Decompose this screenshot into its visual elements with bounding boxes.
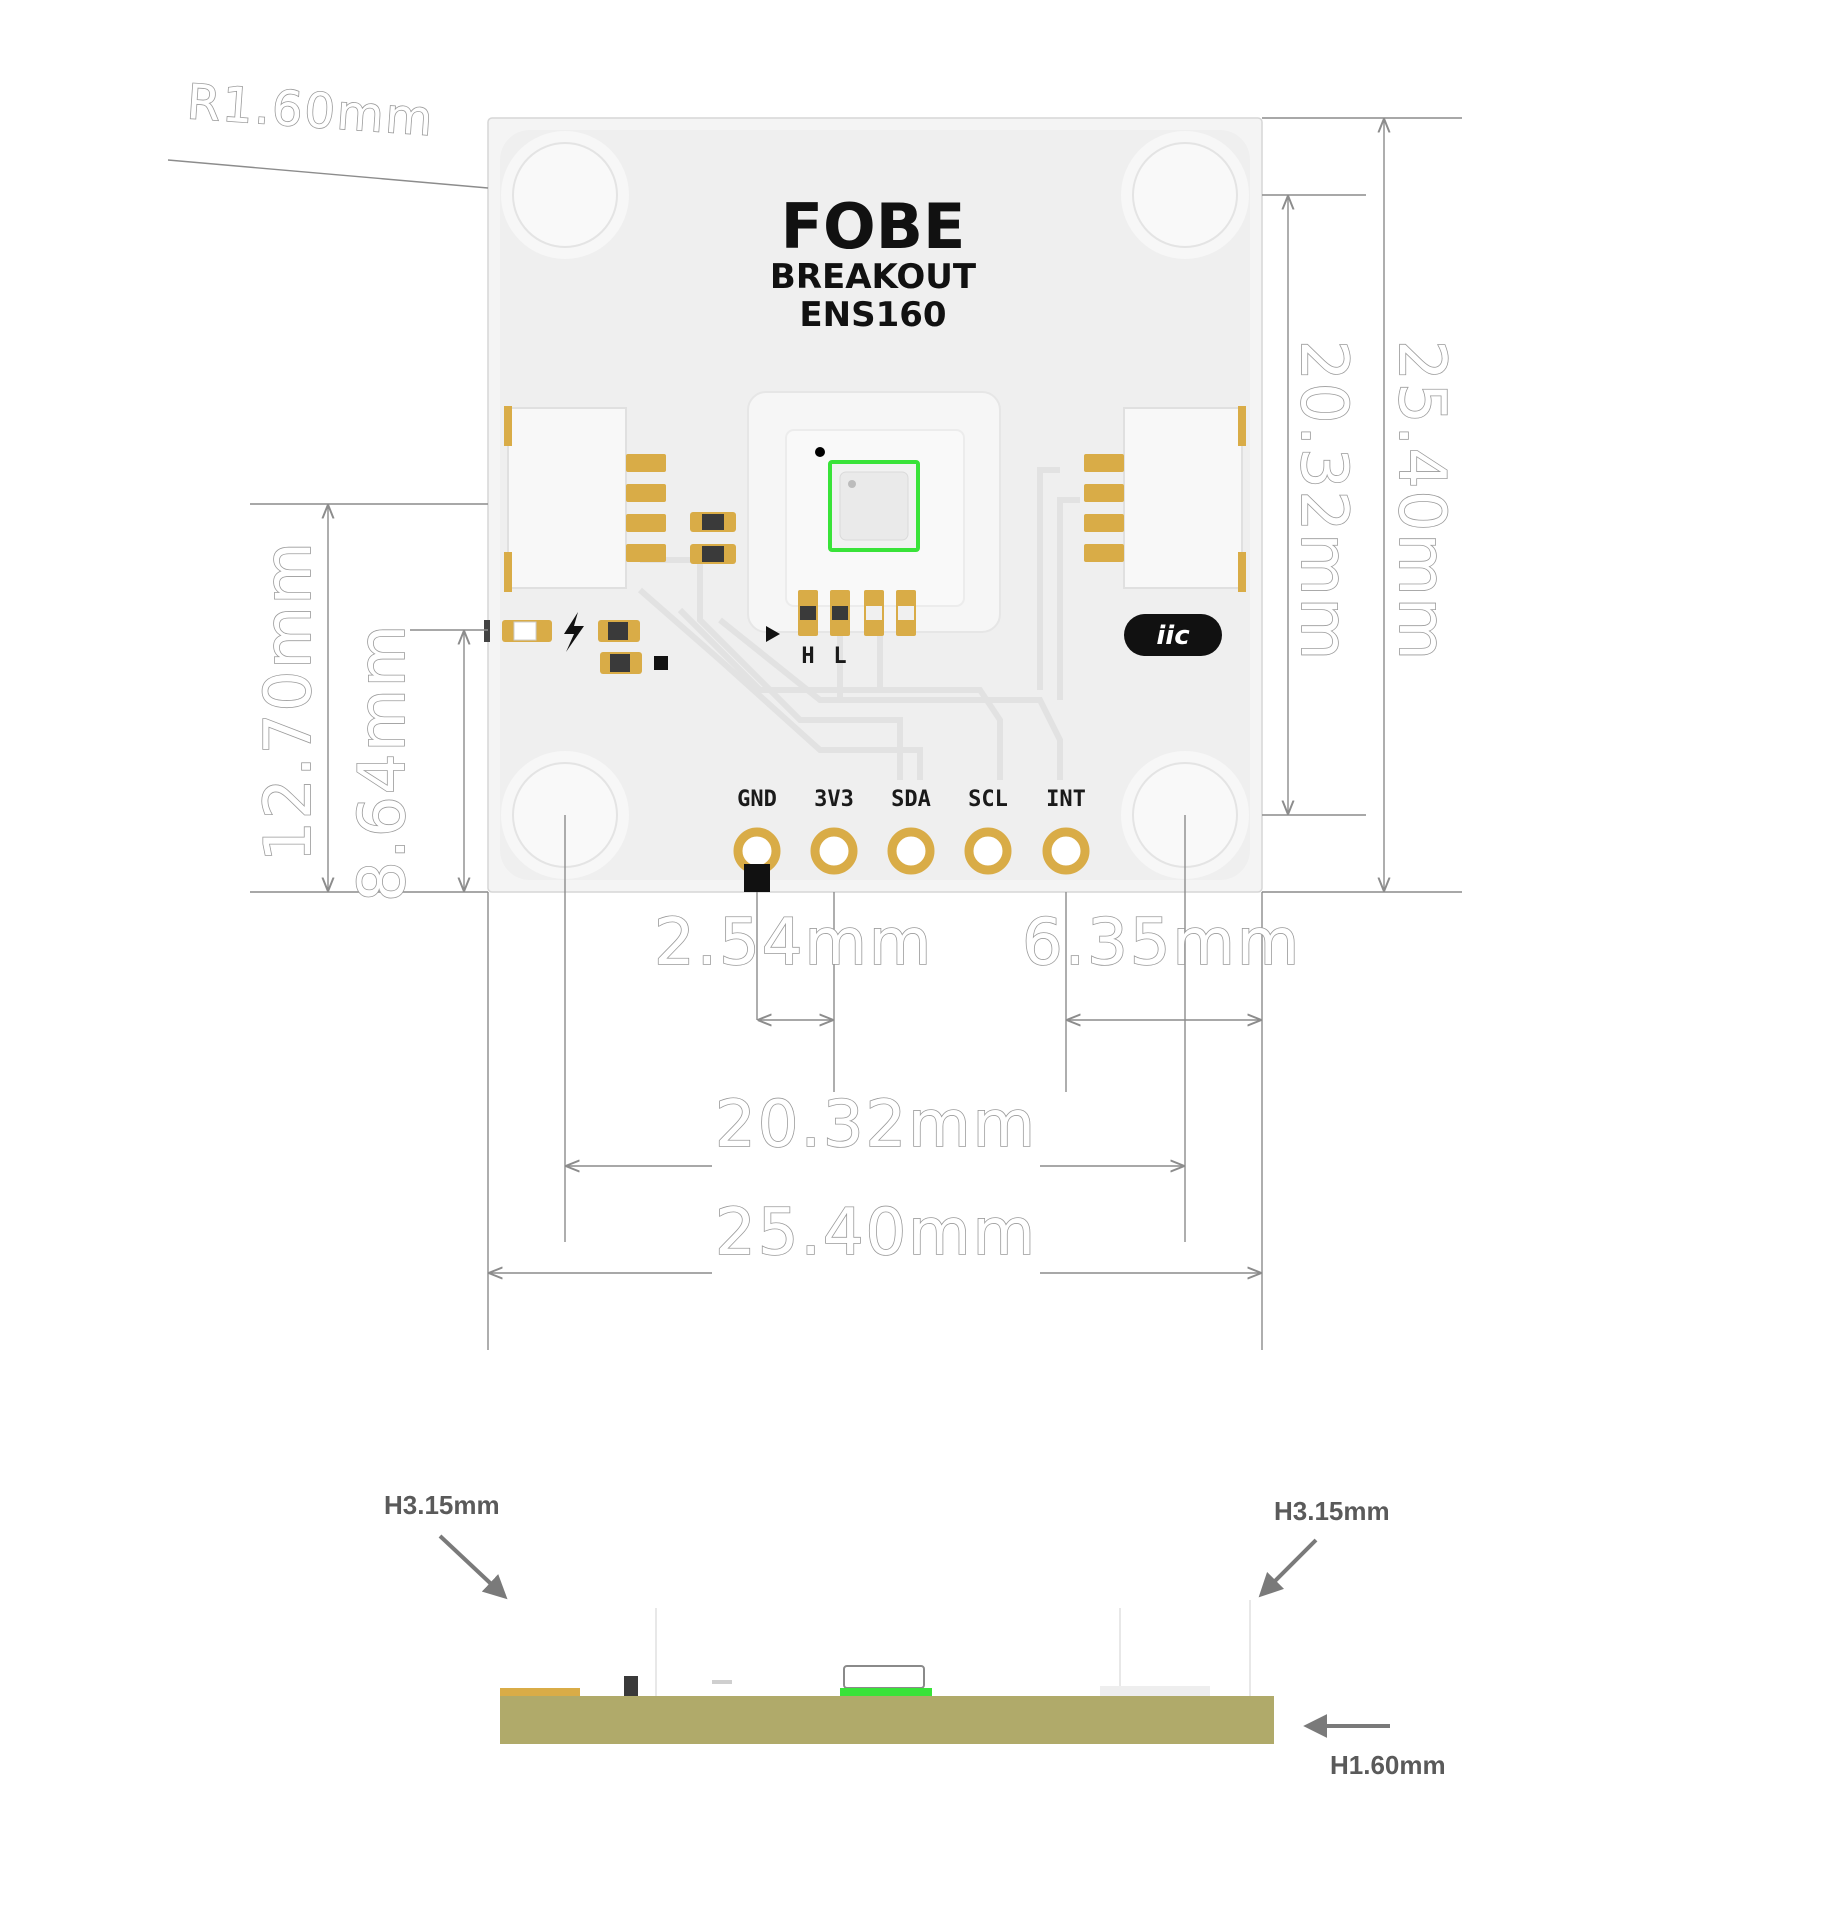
- dimension-labels: R1.60mm 25.40mm 20.32mm 12.70mm 8.64mm 2…: [184, 73, 1458, 1270]
- dim-pin-edge-offset: 6.35mm: [1022, 906, 1301, 980]
- pin-label-sda: SDA: [891, 787, 931, 812]
- side-sensor: [843, 1665, 925, 1689]
- iic-badge-label: iic: [1156, 621, 1190, 651]
- side-arrow-right: [1258, 1538, 1318, 1598]
- pin1-marker: [815, 447, 825, 457]
- side-pcb-body: [500, 1696, 1274, 1744]
- resistor-pair: [690, 512, 736, 564]
- pin-label-int: INT: [1046, 787, 1086, 812]
- connector-right: [1084, 406, 1246, 592]
- sensor-area: [747, 391, 1001, 633]
- dim-corner-radius: R1.60mm: [185, 74, 436, 147]
- brand-logo: FOBE: [781, 190, 966, 263]
- dimension-lines: [167, 117, 1462, 1350]
- dim-hole-spacing-horizontal: 20.32mm: [715, 1088, 1037, 1162]
- jumper-label-h: H: [801, 644, 814, 669]
- jumper-label-l: L: [833, 644, 846, 669]
- pin-pad-scl: [964, 827, 1012, 875]
- dim-board-height: 25.40mm: [1384, 340, 1458, 662]
- side-label-right-height: H3.15mm: [1274, 1496, 1390, 1526]
- mounting-hole-top-right: [1121, 131, 1249, 259]
- pcb-top-view: FOBE BREAKOUT ENS160: [484, 117, 1263, 893]
- pin-label-scl: SCL: [968, 787, 1008, 812]
- board-subtitle-ens160: ENS160: [799, 295, 946, 335]
- dim-board-width: 25.40mm: [715, 1196, 1037, 1270]
- dim-connector-offset: 12.70mm: [252, 540, 326, 862]
- pin-label-gnd: GND: [737, 787, 777, 812]
- dim-pin-pitch: 2.54mm: [654, 906, 933, 980]
- side-arrow-left: [438, 1534, 508, 1600]
- address-jumpers: H L: [766, 590, 916, 669]
- pin-pad-sda: [887, 827, 935, 875]
- power-bolt-icon: [564, 612, 584, 652]
- dim-led-offset: 8.64mm: [346, 623, 420, 902]
- brand-name: FOBE: [781, 190, 966, 263]
- side-label-thickness: H1.60mm: [1330, 1750, 1446, 1780]
- pin-header: GND 3V3 SDA SCL INT: [733, 787, 1090, 892]
- pin-pad-int: [1042, 827, 1090, 875]
- side-label-left-height: H3.15mm: [384, 1490, 500, 1520]
- pin1-indicator: [744, 864, 770, 892]
- board-subtitle-breakout: BREAKOUT: [770, 257, 977, 297]
- pin-pad-3v3: [810, 827, 858, 875]
- dim-hole-spacing-vertical: 20.32mm: [1286, 340, 1360, 662]
- jumper-arrow-icon: [766, 626, 780, 642]
- connector-left: [504, 406, 666, 592]
- power-led: [484, 612, 668, 674]
- pcb-side-view: H3.15mm H3.15mm H1.60mm: [384, 1490, 1446, 1780]
- pin-label-3v3: 3V3: [814, 787, 854, 812]
- iic-badge: iic: [1124, 614, 1222, 656]
- mounting-hole-top-left: [501, 131, 629, 259]
